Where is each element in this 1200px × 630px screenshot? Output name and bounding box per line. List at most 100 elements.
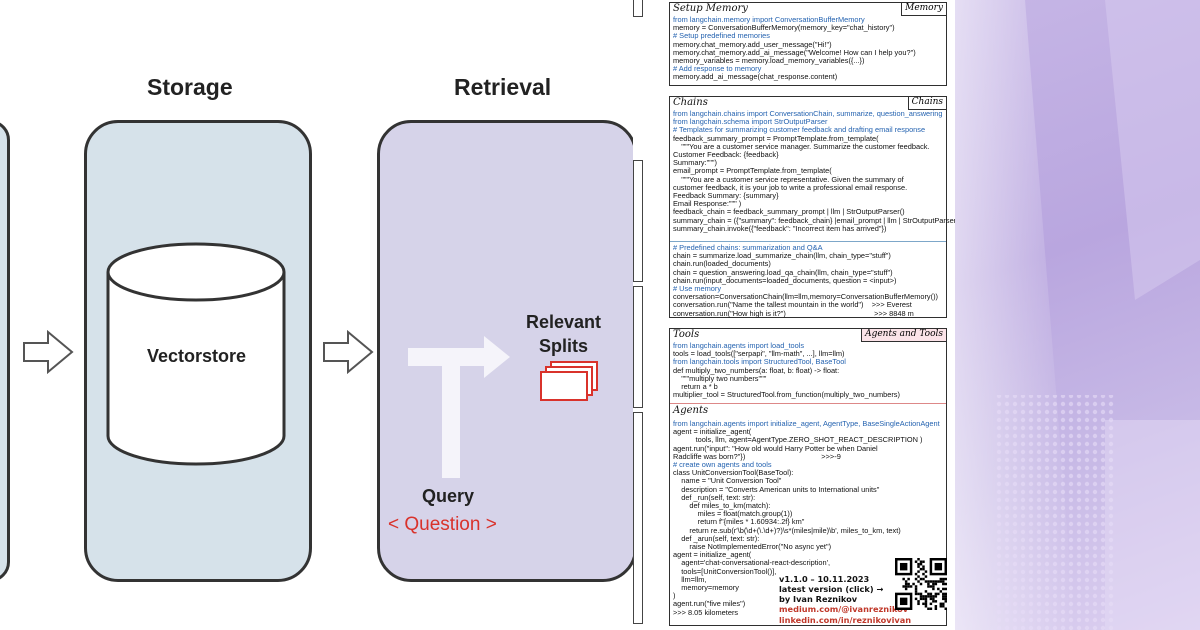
code-line: memory = ConversationBufferMemory(memory… <box>673 23 895 33</box>
code-line: # Add response to memory <box>673 64 762 74</box>
code-line: memory.add_ai_message(chat_response.cont… <box>673 72 838 82</box>
code-line: Summary:""") <box>673 158 718 168</box>
memory-panel: Setup Memory Memory from langchain.memor… <box>669 2 947 86</box>
stage-arrow-icon <box>323 330 374 374</box>
code-line: customer feedback, it is your job to wri… <box>673 182 908 192</box>
code-line: tools = load_tools(["serpapi", "llm-math… <box>673 349 845 359</box>
code-line: def multiply_two_numbers(a: float, b: fl… <box>673 365 840 375</box>
agents-tools-panel-tag: Agents and Tools <box>861 329 946 342</box>
vectorstore-cylinder-icon <box>106 242 286 466</box>
code-line: memory_variables = memory.load_memory_va… <box>673 56 865 66</box>
vectorstore-label: Vectorstore <box>147 346 247 366</box>
chains-code-predefined: # Predefined chains: summarization and Q… <box>673 243 938 318</box>
decorative-purple-panel <box>955 0 1200 630</box>
code-line: def miles_to_km(match): <box>673 501 771 511</box>
code-line: from langchain.memory import Conversatio… <box>673 15 865 24</box>
sidebar-fragment <box>633 0 643 17</box>
relevant-splits-label: Relevant Splits <box>526 312 602 356</box>
code-line: from langchain.chains import Conversatio… <box>673 109 943 118</box>
memory-panel-tag: Memory <box>901 3 946 16</box>
code-line: class UnitConversionTool(BaseTool): <box>673 468 794 478</box>
code-line: agent = initialize_agent( <box>673 427 752 437</box>
retrieval-title: Retrieval <box>454 74 552 100</box>
query-label: Query <box>422 486 475 506</box>
code-line: Customer Feedback: {feedback} <box>673 150 779 160</box>
document-splits-icon <box>540 361 598 401</box>
code-line: chain.run(input_documents=loaded_documen… <box>673 275 897 285</box>
code-line: Radcliffe was born?"}) >>>-9 <box>673 451 841 461</box>
chains-divider <box>670 241 946 242</box>
query-arrow-icon <box>408 336 510 478</box>
code-line: # Setup predefined memories <box>673 31 770 41</box>
decorative-pattern-icon <box>955 0 1200 630</box>
code-line: raise NotImplementedError("No async yet"… <box>673 542 832 552</box>
storage-title: Storage <box>147 74 233 100</box>
medium-link[interactable]: medium.com/@ivanreznikov <box>779 604 909 614</box>
latest-version-link[interactable]: latest version (click) → <box>779 584 884 594</box>
code-line: chain = question_answering.load_qa_chain… <box>673 267 893 277</box>
code-line: memory.chat_memory.add_ai_message("Welco… <box>673 47 916 57</box>
code-line: miles = float(match.group(1)) <box>673 509 793 519</box>
version-note: v1.1.0 – 10.11.2023 latest version (clic… <box>779 574 884 604</box>
code-line: def _run(self, text: str): <box>673 492 756 502</box>
chains-panel: Chains Chains from langchain.chains impo… <box>669 96 955 318</box>
code-line: return re.sub(r'\b(\d+(\.\d+)?)\s*(miles… <box>673 525 901 535</box>
code-line: agent='chat-conversational-react-descrip… <box>673 558 831 568</box>
sidebar-fragment <box>633 160 643 282</box>
code-line: memory=memory <box>673 583 739 593</box>
code-line: conversation.run("Name the tallest mount… <box>673 300 912 310</box>
sidebar-fragment <box>633 286 643 408</box>
code-line: ) <box>673 591 676 601</box>
code-line: agent.run("five miles") <box>673 599 746 609</box>
linkedin-link[interactable]: linkedin.com/in/reznikovivan <box>779 615 912 625</box>
memory-code: from langchain.memory import Conversatio… <box>673 15 916 82</box>
stage-arrow-icon <box>23 330 74 374</box>
code-line: chain.run(loaded_documents) <box>673 259 771 269</box>
code-line: from langchain.schema import StrOutputPa… <box>673 117 828 127</box>
previous-stage-box <box>0 120 10 582</box>
chains-code: from langchain.chains import Conversatio… <box>673 109 955 233</box>
code-line: summary_chain = ({"summary": feedback_ch… <box>673 215 955 225</box>
tools-divider <box>670 403 946 404</box>
code-line: # create own agents and tools <box>673 460 772 470</box>
code-line: # Use memory <box>673 284 722 294</box>
code-line: from langchain.agents import initialize_… <box>673 419 940 428</box>
code-line: # Predefined chains: summarization and Q… <box>673 243 823 252</box>
memory-panel-title: Setup Memory <box>673 3 748 14</box>
chains-panel-tag: Chains <box>907 97 946 110</box>
code-line: def _arun(self, text: str): <box>673 533 760 543</box>
code-line: >>> 8.05 kilometers <box>673 607 739 617</box>
code-line: """You are a customer service manager. S… <box>673 141 930 151</box>
code-line: # Templates for summarizing customer fee… <box>673 125 926 135</box>
tools-panel-title: Tools <box>673 329 700 340</box>
code-line: from langchain.tools import StructuredTo… <box>673 357 846 367</box>
code-line: tools, llm, agent=AgentType.ZERO_SHOT_RE… <box>673 435 923 445</box>
code-line: from langchain.agents import load_tools <box>673 341 805 350</box>
code-line: conversation.run("How high is it?") >>> … <box>673 308 914 318</box>
question-label: < Question > <box>388 514 497 535</box>
code-line: conversation=ConversationChain(llm=llm,m… <box>673 292 938 302</box>
qr-code-icon[interactable] <box>895 558 947 610</box>
langchain-cheatsheet: Setup Memory Memory from langchain.memor… <box>633 0 955 630</box>
code-line: """multiply two numbers""" <box>673 373 767 383</box>
code-line: summary_chain.invoke({"feedback": "Incor… <box>673 223 887 233</box>
code-line: Email Response:""" ) <box>673 199 742 209</box>
code-line: chain = summarize.load_summarize_chain(l… <box>673 251 891 261</box>
code-line: multiplier_tool = StructuredTool.from_fu… <box>673 390 900 400</box>
code-line: return f"{miles * 1.60934:.2f} km" <box>673 517 805 527</box>
code-line: Feedback Summary: {summary} <box>673 191 779 201</box>
code-line: """You are a customer service representa… <box>673 174 904 184</box>
code-line: name = "Unit Conversion Tool" <box>673 476 782 486</box>
agents-panel-title: Agents <box>673 405 709 416</box>
code-line: feedback_chain = feedback_summary_prompt… <box>673 207 905 217</box>
rag-diagram: Storage Retrieval Vectorstore Relevant S… <box>0 74 633 582</box>
code-line: agent = initialize_agent( <box>673 550 752 560</box>
code-line: tools=[UnitConversionTool()], <box>673 566 777 576</box>
code-line: agent.run("input": "How old would Harry … <box>673 443 878 453</box>
sidebar-fragment <box>633 412 643 624</box>
author-links: medium.com/@ivanreznikov linkedin.com/in… <box>779 604 911 626</box>
agents-code: from langchain.agents import initialize_… <box>673 419 940 617</box>
code-line: memory.chat_memory.add_user_message("Hi!… <box>673 39 832 49</box>
code-line: description = "Converts American units t… <box>673 484 880 494</box>
